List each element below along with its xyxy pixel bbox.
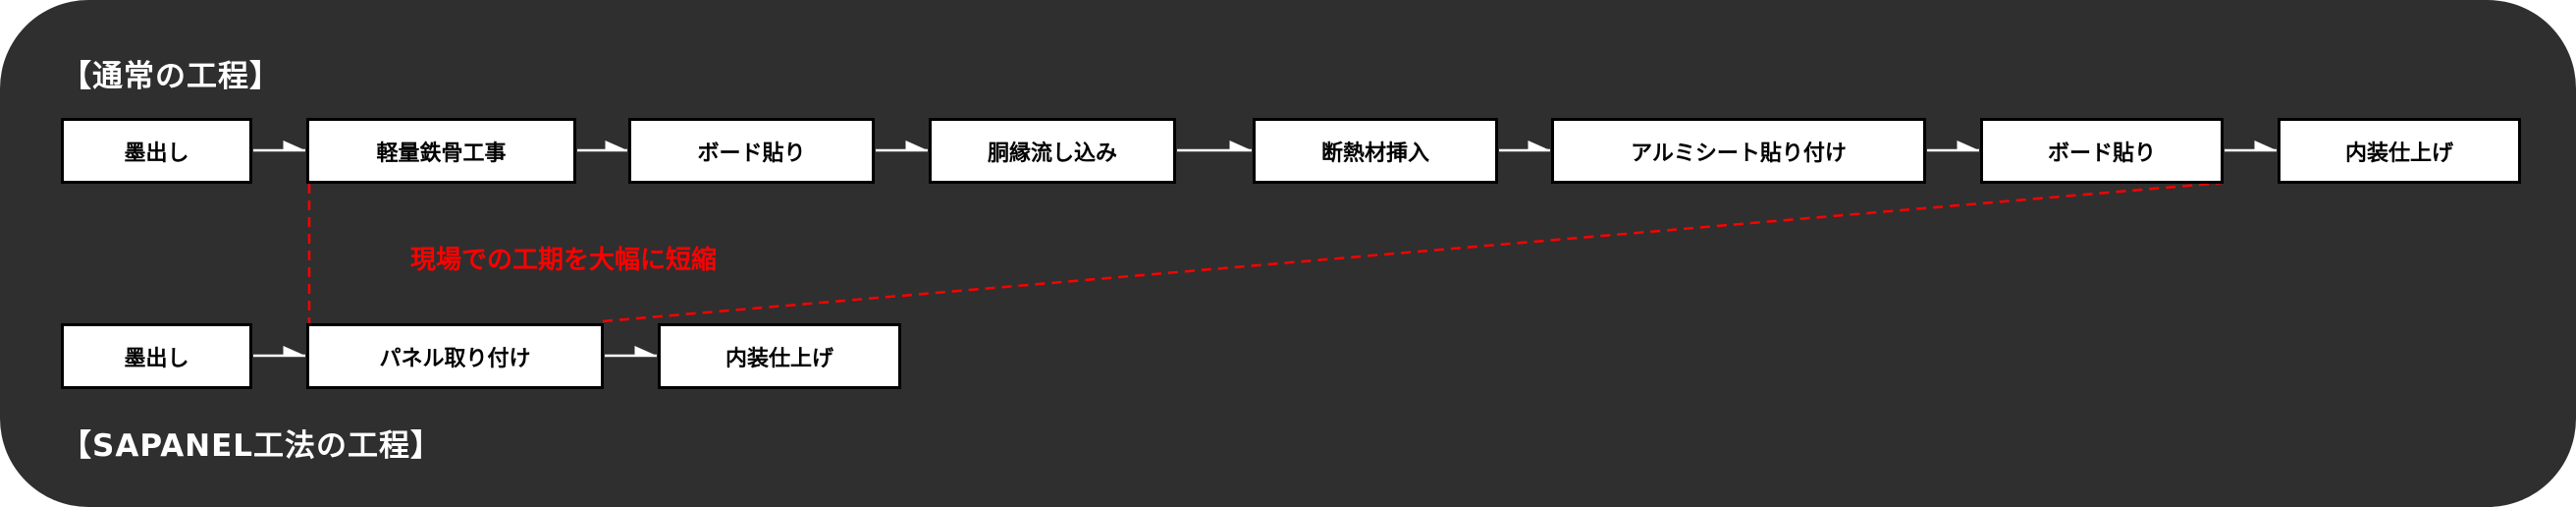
normal-step-3: ボード貼り — [628, 118, 875, 184]
shortening-note: 現場での工期を大幅に短縮 — [410, 246, 718, 275]
dashed-guide-diagonal — [602, 181, 2224, 323]
normal-step-6: アルミシート貼り付け — [1551, 118, 1926, 184]
sapanel-step-2: パネル取り付け — [306, 323, 604, 389]
normal-step-1: 墨出し — [61, 118, 252, 184]
normal-step-2: 軽量鉄骨工事 — [306, 118, 576, 184]
normal-step-4: 胴縁流し込み — [929, 118, 1176, 184]
normal-step-5: 断熱材挿入 — [1253, 118, 1498, 184]
normal-step-8: 内装仕上げ — [2278, 118, 2521, 184]
sapanel-step-3: 内装仕上げ — [658, 323, 901, 389]
normal-step-7: ボード貼り — [1980, 118, 2224, 184]
sapanel-step-1: 墨出し — [61, 323, 252, 389]
sapanel-process-title: 【SAPANEL工法の工程】 — [61, 428, 443, 464]
normal-process-title: 【通常の工程】 — [61, 59, 281, 94]
